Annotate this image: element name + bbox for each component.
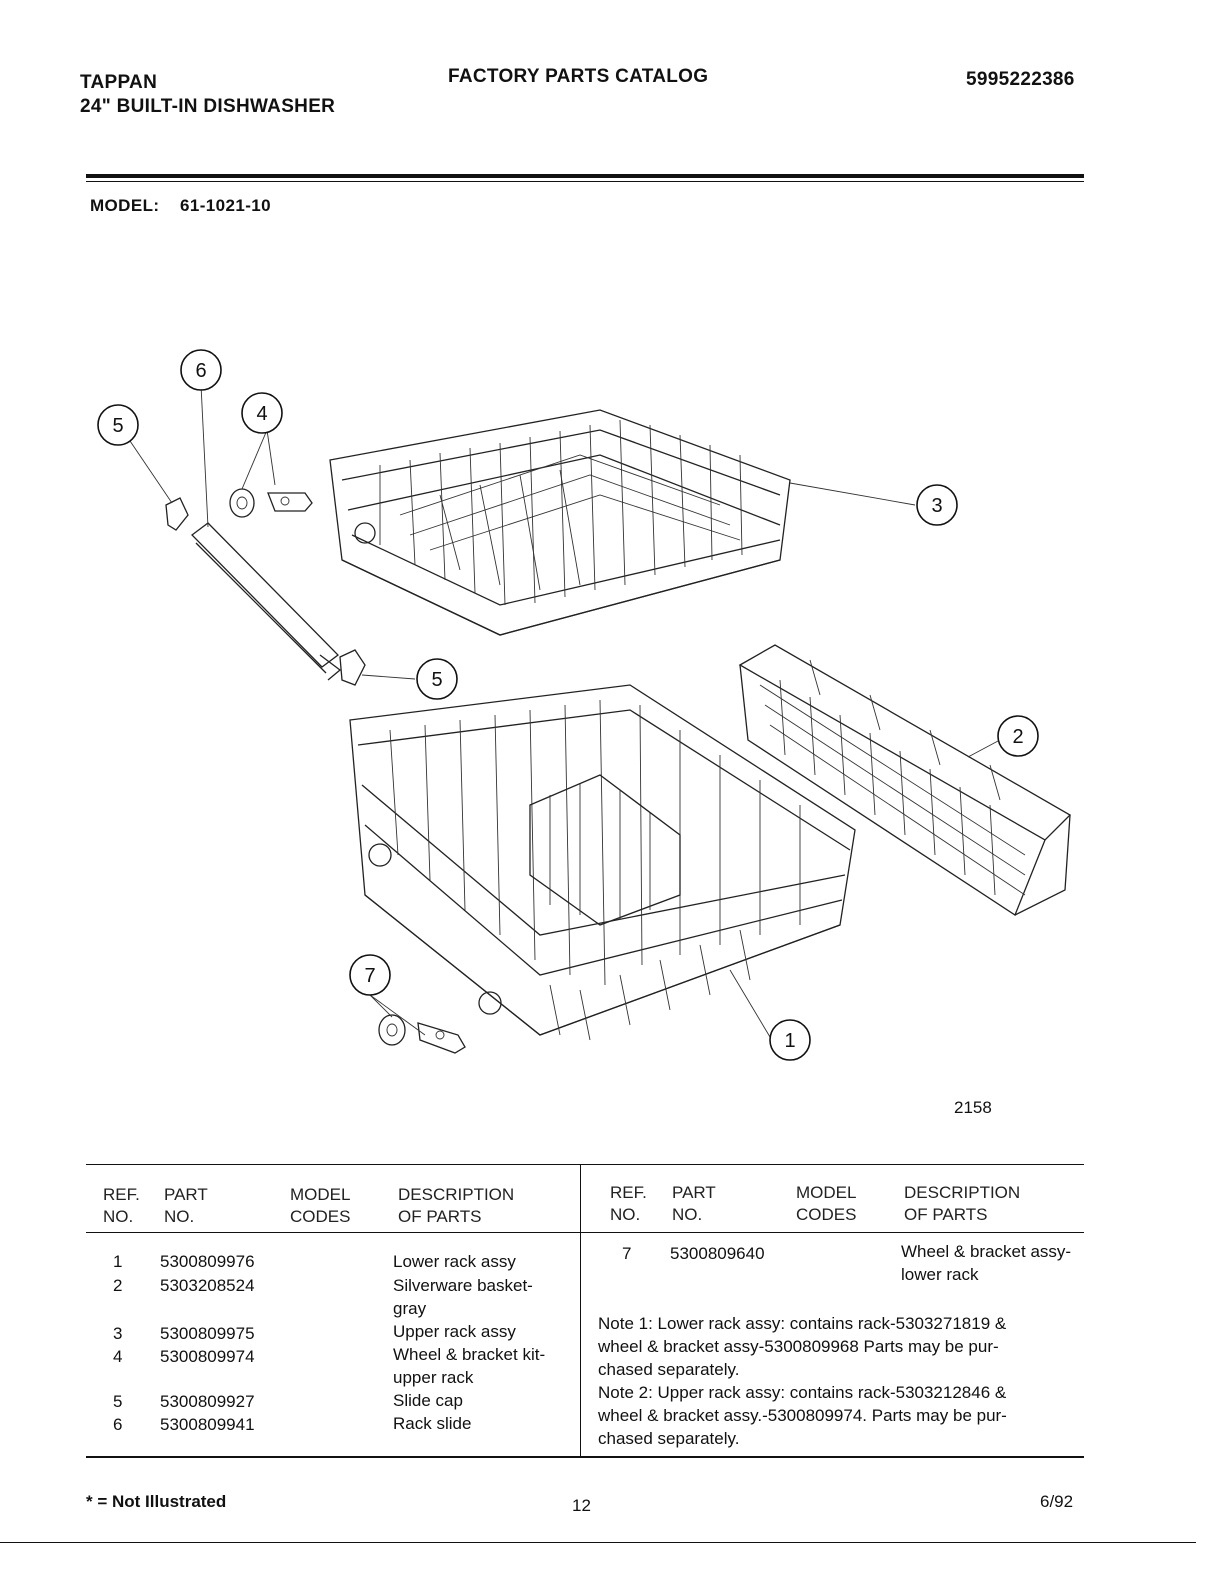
model-label: MODEL: xyxy=(90,196,160,215)
table-row-1-ref: 1 xyxy=(113,1252,123,1271)
table-row-4-desc-cont: upper rack xyxy=(393,1368,474,1387)
table-row-5-part: 5300809927 xyxy=(160,1392,255,1411)
callout-1: 1 xyxy=(769,1019,811,1061)
callout-2: 2 xyxy=(997,715,1039,757)
silverware-basket-illustration xyxy=(738,644,1072,916)
table-divider xyxy=(580,1164,581,1456)
callout-6: 6 xyxy=(180,349,222,391)
callout-label: 7 xyxy=(364,965,375,987)
table-row-5-desc: Slide cap xyxy=(393,1391,463,1410)
table-header-rule xyxy=(86,1232,1084,1233)
col-header-ref: REF.NO. xyxy=(103,1185,140,1226)
rack-slide-illustration xyxy=(165,497,366,686)
brand-name: TAPPAN xyxy=(80,72,158,93)
revision-date: 6/92 xyxy=(1040,1492,1074,1511)
table-row-7-desc: Wheel & bracket assy- xyxy=(901,1242,1072,1261)
table-bottom-rule xyxy=(86,1456,1084,1458)
catalog-number: 5995222386 xyxy=(966,69,1075,90)
product-name: 24" BUILT-IN DISHWASHER xyxy=(80,96,336,117)
wheel-bracket-lower-illustration xyxy=(378,1014,466,1054)
note-line: chased separately. xyxy=(598,1429,740,1448)
table-row-1-part: 5300809976 xyxy=(160,1252,255,1271)
figure-number: 2158 xyxy=(954,1098,992,1117)
col-header-ref-right: REF.NO. xyxy=(610,1183,647,1224)
callout-7: 7 xyxy=(349,954,391,996)
table-row-6-part: 5300809941 xyxy=(160,1415,255,1434)
table-top-rule xyxy=(86,1164,1084,1165)
table-row-7-ref: 7 xyxy=(622,1244,632,1263)
table-row-6-ref: 6 xyxy=(113,1415,123,1434)
leader-lines xyxy=(127,384,999,1038)
table-row-7-desc-cont: lower rack xyxy=(901,1265,979,1284)
lower-rack-illustration xyxy=(349,684,856,1041)
callout-label: 5 xyxy=(112,415,123,437)
table-row-5-ref: 5 xyxy=(113,1392,123,1411)
note-line: wheel & bracket assy-5300809968 Parts ma… xyxy=(598,1337,999,1356)
table-row-3-desc: Upper rack assy xyxy=(393,1322,516,1341)
table-row-2-desc: Silverware basket- xyxy=(393,1276,533,1295)
note-line: wheel & bracket assy.-5300809974. Parts … xyxy=(598,1406,1007,1425)
note-line: Note 1: Lower rack assy: contains rack-5… xyxy=(598,1314,1007,1333)
upper-rack-illustration xyxy=(329,409,791,636)
table-row-3-part: 5300809975 xyxy=(160,1324,255,1343)
table-row-1-desc: Lower rack assy xyxy=(393,1252,516,1271)
table-row-4-ref: 4 xyxy=(113,1347,123,1366)
not-illustrated-legend: * = Not Illustrated xyxy=(86,1492,227,1511)
table-row-4-desc: Wheel & bracket kit- xyxy=(393,1345,546,1364)
callout-label: 2 xyxy=(1012,726,1023,748)
table-row-2-ref: 2 xyxy=(113,1276,123,1295)
table-row-7-part: 5300809640 xyxy=(670,1244,765,1263)
table-row-3-ref: 3 xyxy=(113,1324,123,1343)
catalog-title: FACTORY PARTS CATALOG xyxy=(448,66,709,87)
model-number: 61-1021-10 xyxy=(180,196,271,215)
note-line: Note 2: Upper rack assy: contains rack-5… xyxy=(598,1383,1007,1402)
callout-label: 1 xyxy=(784,1030,795,1052)
table-row-6-desc: Rack slide xyxy=(393,1414,472,1433)
table-row-4-part: 5300809974 xyxy=(160,1347,255,1366)
table-row-2-part: 5303208524 xyxy=(160,1276,255,1295)
wheel-bracket-upper-illustration xyxy=(229,488,313,518)
callout-3: 3 xyxy=(916,484,958,526)
callout-label: 3 xyxy=(931,495,942,517)
page-number: 12 xyxy=(572,1496,591,1515)
callout-5-bottom: 5 xyxy=(416,658,458,700)
note-line: chased separately. xyxy=(598,1360,740,1379)
exploded-parts-diagram: 6 5 4 3 5 2 7 1 xyxy=(97,349,1072,1061)
callout-5-top: 5 xyxy=(97,404,139,446)
table-row-2-desc-cont: gray xyxy=(393,1299,427,1318)
callout-label: 6 xyxy=(195,360,206,382)
header-rule xyxy=(86,174,1084,178)
callout-label: 4 xyxy=(256,403,267,425)
header-rule-thin xyxy=(86,181,1084,182)
footer-rule xyxy=(0,1542,1196,1543)
notes-block: Note 1: Lower rack assy: contains rack-5… xyxy=(598,1312,1078,1450)
callout-label: 5 xyxy=(431,669,442,691)
callout-4: 4 xyxy=(241,392,283,434)
